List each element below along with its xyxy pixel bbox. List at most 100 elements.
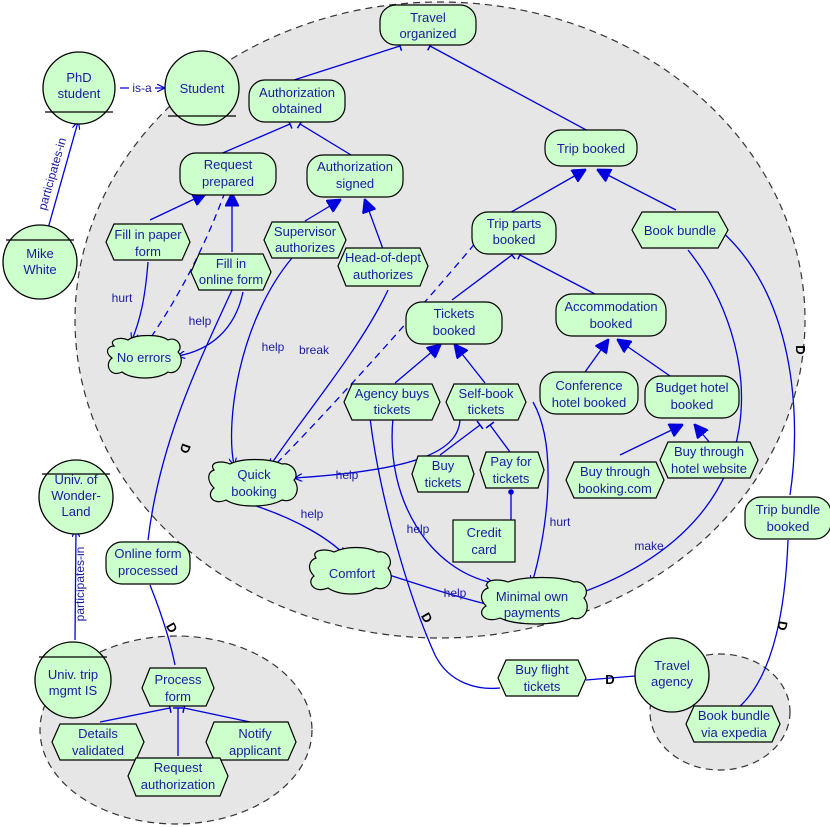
softgoal-label: No errors bbox=[117, 350, 172, 365]
goal-tickets-booked[interactable]: Tickets booked bbox=[405, 301, 503, 345]
task-book-bundle[interactable]: Book bundle bbox=[631, 211, 729, 249]
task-label: Fill in bbox=[216, 256, 246, 271]
goal-label: obtained bbox=[272, 101, 322, 116]
actor-mike-white[interactable]: Mike White bbox=[2, 224, 78, 300]
actor-univ-trip-mgmt[interactable]: Univ. trip mgmt IS bbox=[34, 641, 112, 719]
goal-accommodation-booked[interactable]: Accommodation booked bbox=[555, 293, 667, 337]
break-label: break bbox=[299, 343, 330, 357]
task-buy-through-booking[interactable]: Buy through booking.com bbox=[565, 461, 665, 499]
task-label: Process bbox=[155, 672, 202, 687]
task-label: tickets bbox=[425, 475, 462, 490]
actor-label: Travel bbox=[654, 658, 690, 673]
task-label: via expedia bbox=[701, 725, 768, 740]
goal-label: Tickets bbox=[434, 306, 475, 321]
actor-travel-agency[interactable]: Travel agency bbox=[634, 637, 710, 713]
dependency-mark: D bbox=[163, 620, 181, 636]
goal-authorization-signed[interactable]: Authorization signed bbox=[306, 154, 404, 198]
goal-label: booked bbox=[671, 397, 714, 412]
task-pay-for-tickets[interactable]: Pay for tickets bbox=[479, 451, 545, 489]
task-self-book-tickets[interactable]: Self-book tickets bbox=[445, 383, 527, 421]
task-label: tickets bbox=[374, 402, 411, 417]
actor-label: Land bbox=[62, 504, 91, 519]
softgoal-minimal-payments[interactable]: Minimal own payments bbox=[480, 576, 588, 625]
hurt-label-1: hurt bbox=[112, 291, 133, 305]
task-process-form[interactable]: Process form bbox=[141, 667, 215, 707]
actor-label: mgmt IS bbox=[49, 683, 98, 698]
goal-label: Trip bundle bbox=[756, 502, 821, 517]
task-label: hotel website bbox=[671, 461, 747, 476]
softgoal-no-errors[interactable]: No errors bbox=[106, 334, 182, 379]
goal-label: booked bbox=[433, 323, 476, 338]
task-label: booking.com bbox=[578, 481, 652, 496]
task-label: Buy bbox=[432, 458, 455, 473]
dependency-mark: D bbox=[605, 672, 614, 687]
task-book-bundle-via-expedia[interactable]: Book bundle via expedia bbox=[685, 705, 781, 743]
goal-label: hotel booked bbox=[552, 395, 626, 410]
task-agency-buys-tickets[interactable]: Agency buys tickets bbox=[343, 383, 441, 421]
task-buy-tickets[interactable]: Buy tickets bbox=[411, 455, 475, 493]
goal-authorization-obtained[interactable]: Authorization obtained bbox=[248, 79, 346, 123]
task-buy-flight-tickets[interactable]: Buy flight tickets bbox=[497, 659, 587, 697]
softgoal-comfort[interactable]: Comfort bbox=[308, 546, 392, 595]
task-label: Supervisor bbox=[274, 224, 337, 239]
task-supervisor-authorizes[interactable]: Supervisor authorizes bbox=[263, 221, 347, 259]
goal-request-prepared[interactable]: Request prepared bbox=[179, 152, 277, 196]
actor-label: White bbox=[23, 262, 56, 277]
task-label: Agency buys bbox=[355, 386, 430, 401]
actor-phd-student[interactable]: PhD student bbox=[42, 51, 116, 125]
task-fill-paper-form[interactable]: Fill in paper form bbox=[105, 223, 191, 261]
participates-in-label-1: participates-in bbox=[35, 136, 69, 212]
goal-travel-organized[interactable]: Travel organized bbox=[379, 4, 477, 46]
goal-budget-hotel-booked[interactable]: Budget hotel booked bbox=[644, 375, 740, 419]
task-label: applicant bbox=[229, 743, 281, 758]
softgoal-label: Comfort bbox=[329, 566, 376, 581]
actor-label: student bbox=[58, 86, 101, 101]
task-label: tickets bbox=[468, 402, 505, 417]
goal-label: prepared bbox=[202, 174, 254, 189]
actor-label: agency bbox=[651, 674, 693, 689]
help-label-1: help bbox=[189, 314, 212, 328]
actor-label: Univ. trip bbox=[48, 667, 98, 682]
goal-label: Trip booked bbox=[557, 141, 625, 156]
goal-online-form-processed[interactable]: Online form processed bbox=[105, 541, 191, 585]
actor-student[interactable]: Student bbox=[164, 50, 240, 126]
goal-label: Budget hotel bbox=[655, 380, 728, 395]
task-notify-applicant[interactable]: Notify applicant bbox=[205, 721, 297, 761]
actor-label: PhD bbox=[66, 70, 91, 85]
help-label-4: help bbox=[301, 507, 324, 521]
goal-label: Trip parts bbox=[487, 216, 542, 231]
task-label: tickets bbox=[524, 679, 561, 694]
participates-in-label-2: participates-in bbox=[73, 547, 87, 622]
goal-conference-hotel-booked[interactable]: Conference hotel booked bbox=[539, 371, 639, 415]
softgoal-label: Quick bbox=[237, 467, 271, 482]
goal-label: organized bbox=[399, 26, 456, 41]
task-details-validated[interactable]: Details validated bbox=[51, 723, 145, 761]
task-buy-through-hotel-website[interactable]: Buy through hotel website bbox=[659, 441, 759, 479]
goal-label: signed bbox=[336, 176, 374, 191]
intentional-links bbox=[99, 41, 796, 756]
resource-label: card bbox=[471, 542, 496, 557]
task-label: Fill in paper bbox=[114, 227, 182, 242]
task-request-authorization[interactable]: Request authorization bbox=[127, 757, 229, 797]
actor-univ-wonderland[interactable]: Univ. of Wonder- Land bbox=[38, 459, 114, 535]
actor-label: Mike bbox=[26, 246, 53, 261]
goal-trip-booked[interactable]: Trip booked bbox=[544, 129, 638, 167]
goal-label: booked bbox=[590, 316, 633, 331]
task-fill-online-form[interactable]: Fill in online form bbox=[190, 253, 272, 291]
task-label: Pay for bbox=[490, 454, 532, 469]
goal-label: Conference bbox=[555, 378, 622, 393]
task-label: Buy through bbox=[580, 464, 650, 479]
task-label: Book bundle bbox=[698, 708, 770, 723]
task-label: online form bbox=[199, 272, 263, 287]
goal-trip-bundle-booked[interactable]: Trip bundle booked bbox=[744, 496, 830, 540]
dependency-mark: D bbox=[793, 345, 808, 354]
task-label: Buy through bbox=[674, 444, 744, 459]
goal-label: booked bbox=[767, 519, 810, 534]
help-label-3: help bbox=[336, 468, 359, 482]
task-label: Details bbox=[78, 726, 118, 741]
resource-credit-card[interactable]: Credit card bbox=[452, 519, 516, 563]
softgoal-quick-booking[interactable]: Quick booking bbox=[208, 458, 298, 507]
softgoal-label: Minimal own bbox=[496, 589, 568, 604]
goal-trip-parts-booked[interactable]: Trip parts booked bbox=[471, 211, 557, 255]
task-head-of-dept-authorizes[interactable]: Head-of-dept authorizes bbox=[337, 247, 429, 287]
